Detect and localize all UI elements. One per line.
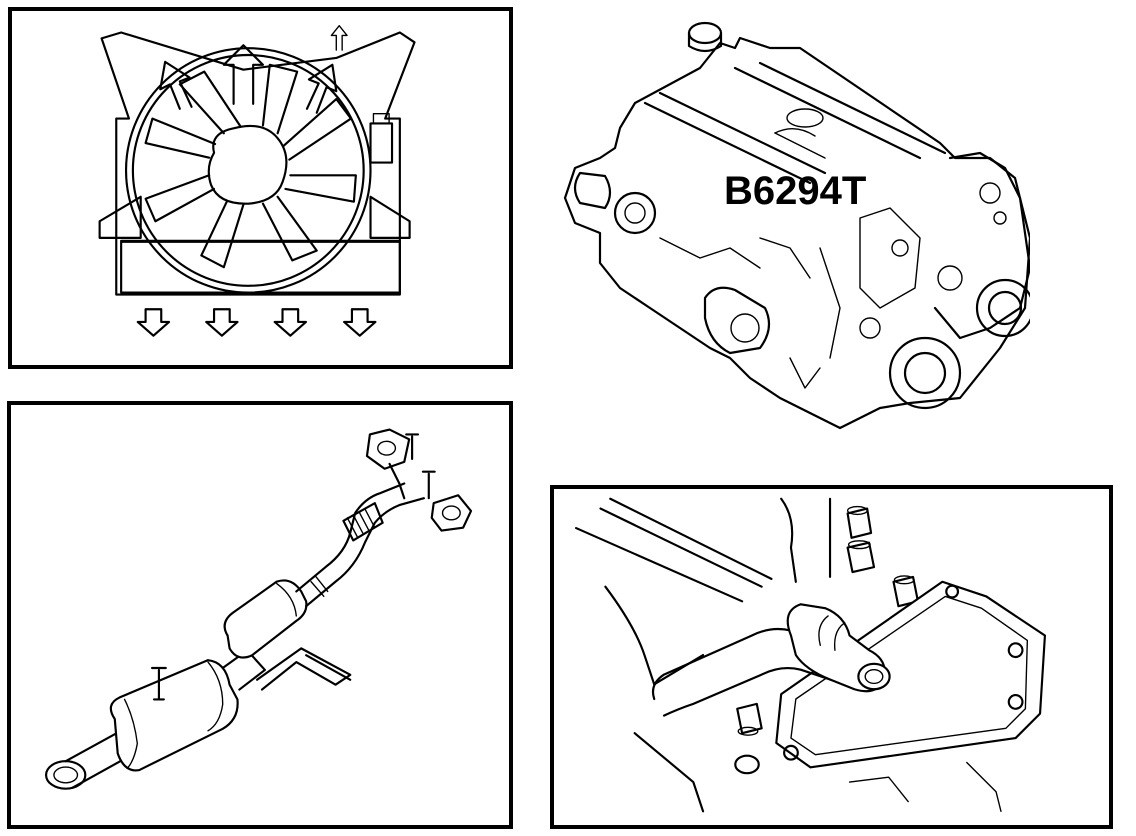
exhaust-system-drawing xyxy=(44,428,473,790)
engine-code-label: B6294T xyxy=(724,169,867,213)
fan-assembly-panel xyxy=(8,7,513,369)
exhaust-system-panel xyxy=(7,401,513,829)
engine-drawing xyxy=(560,8,1030,438)
fan-assembly-drawing xyxy=(98,24,416,337)
oil-cooler-drawing xyxy=(575,497,1046,813)
oil-cooler-panel xyxy=(550,485,1113,829)
